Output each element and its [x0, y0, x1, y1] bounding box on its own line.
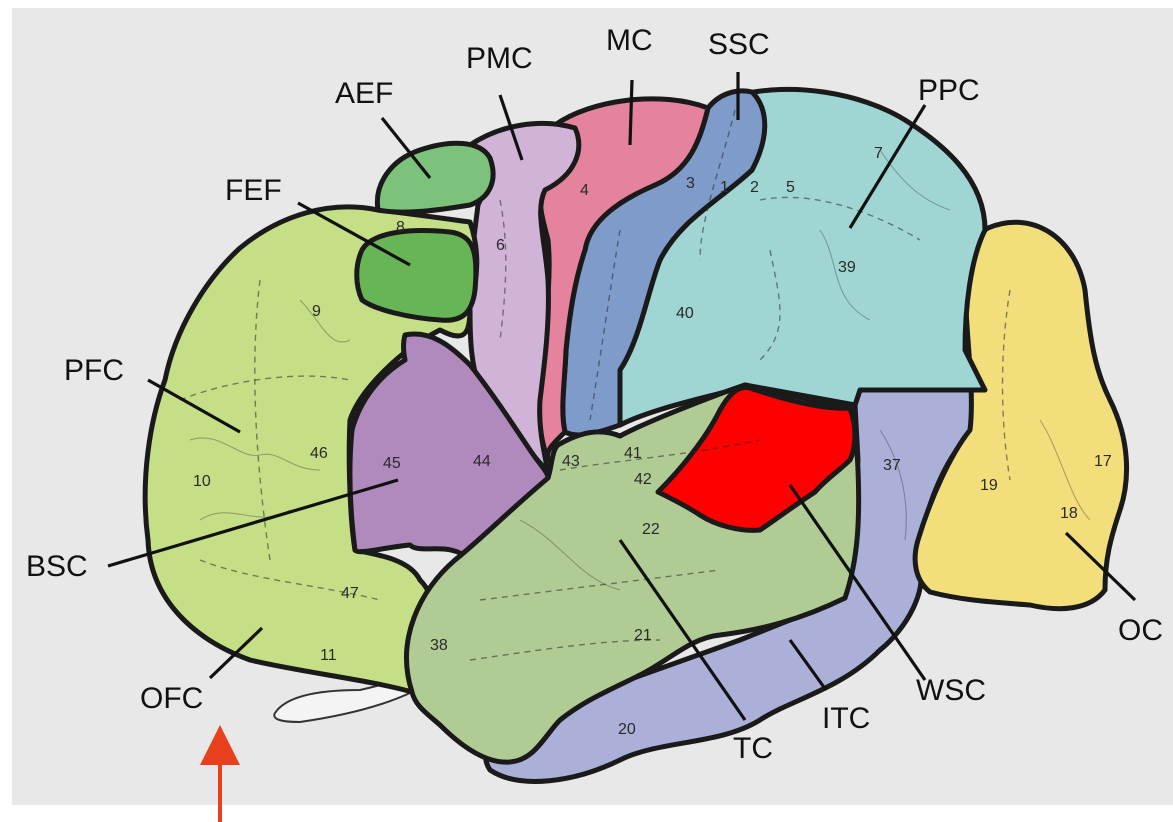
label-pfc: PFC: [64, 354, 124, 387]
label-tc: TC: [733, 732, 773, 765]
area-5: 5: [786, 179, 795, 196]
leader-mc: [630, 80, 632, 145]
area-2: 2: [750, 179, 759, 196]
area-45: 45: [383, 455, 401, 472]
label-wsc: WSC: [916, 674, 986, 707]
area-43: 43: [562, 453, 580, 470]
label-fef: FEF: [225, 174, 282, 207]
label-mc: MC: [606, 24, 653, 57]
area-41: 41: [624, 445, 642, 462]
area-37: 37: [883, 457, 901, 474]
area-21: 21: [634, 627, 652, 644]
area-47: 47: [341, 585, 359, 602]
area-8: 8: [396, 219, 405, 236]
label-aef: AEF: [335, 77, 393, 110]
label-itc: ITC: [822, 702, 870, 735]
label-bsc: BSC: [26, 550, 88, 583]
area-22: 22: [642, 521, 660, 538]
area-11: 11: [320, 647, 337, 664]
area-6: 6: [496, 237, 505, 254]
area-46: 46: [310, 445, 328, 462]
area-7: 7: [874, 145, 883, 162]
label-ofc: OFC: [140, 682, 203, 715]
label-pmc: PMC: [466, 42, 533, 75]
area-20: 20: [618, 721, 636, 738]
label-oc: OC: [1118, 614, 1163, 647]
area-39: 39: [838, 259, 856, 276]
area-19: 19: [980, 477, 998, 494]
area-18: 18: [1060, 505, 1078, 522]
area-44: 44: [473, 453, 491, 470]
label-ssc: SSC: [708, 28, 770, 61]
area-1: 1: [720, 179, 729, 196]
area-38: 38: [430, 637, 448, 654]
area-40: 40: [676, 305, 694, 322]
area-4: 4: [580, 182, 589, 199]
area-42: 42: [634, 471, 652, 488]
label-ppc: PPC: [918, 74, 980, 107]
area-3: 3: [686, 175, 695, 192]
area-10: 10: [193, 473, 211, 490]
area-17: 17: [1094, 453, 1112, 470]
area-9: 9: [312, 303, 321, 320]
